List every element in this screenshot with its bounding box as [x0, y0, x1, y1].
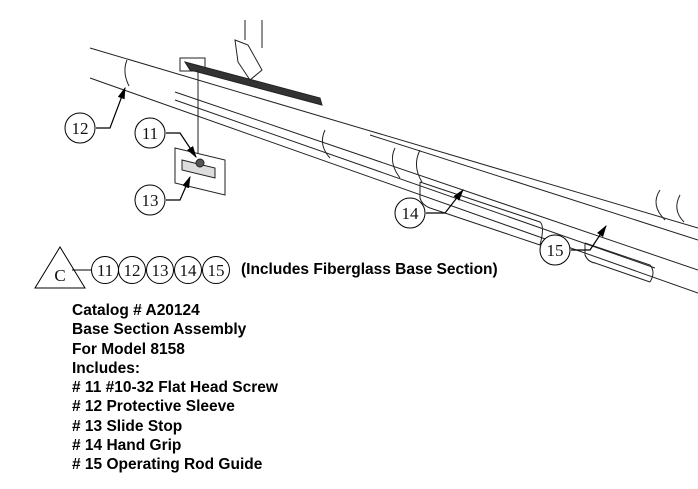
assembly-legend: C 11 12 13 14 15	[34, 246, 230, 289]
part-item: # 15 Operating Rod Guide	[72, 456, 263, 474]
part-item: # 12 Protective Sleeve	[72, 398, 235, 416]
part-item: # 14 Hand Grip	[72, 437, 182, 455]
callout-14: 14	[394, 197, 426, 229]
svg-text:13: 13	[152, 261, 169, 280]
part-item: # 13 Slide Stop	[72, 417, 183, 435]
svg-text:12: 12	[72, 119, 89, 138]
svg-text:12: 12	[124, 261, 141, 280]
includes-label: Includes:	[72, 359, 141, 377]
callout-15: 15	[539, 234, 571, 266]
svg-text:11: 11	[97, 261, 113, 280]
hand-grip-part	[419, 181, 543, 246]
svg-text:11: 11	[142, 124, 158, 143]
top-rail-part	[179, 20, 323, 157]
operating-rod-guide-part	[584, 242, 654, 283]
catalog-number: Catalog # A20124	[72, 302, 200, 319]
assembly-triangle	[34, 246, 86, 289]
svg-text:14: 14	[180, 261, 198, 280]
svg-text:13: 13	[142, 191, 159, 210]
svg-text:15: 15	[208, 261, 225, 280]
model-number: For Model 8158	[72, 340, 185, 358]
assembly-title: Base Section Assembly	[72, 321, 247, 339]
svg-text:15: 15	[547, 241, 564, 260]
callout-13: 13	[134, 184, 166, 216]
base-section-tube	[89, 47, 698, 294]
slide-stop-part	[174, 147, 226, 196]
callout-12: 12	[64, 112, 96, 144]
svg-text:14: 14	[402, 204, 420, 223]
callout-11: 11	[134, 117, 166, 149]
part-item: # 11 #10-32 Flat Head Screw	[72, 379, 278, 397]
callout-leaders	[96, 86, 607, 251]
parts-description: Catalog # A20124 Base Section Assembly F…	[72, 301, 278, 475]
legend-note: (Includes Fiberglass Base Section)	[241, 261, 498, 278]
svg-text:C: C	[54, 266, 65, 285]
